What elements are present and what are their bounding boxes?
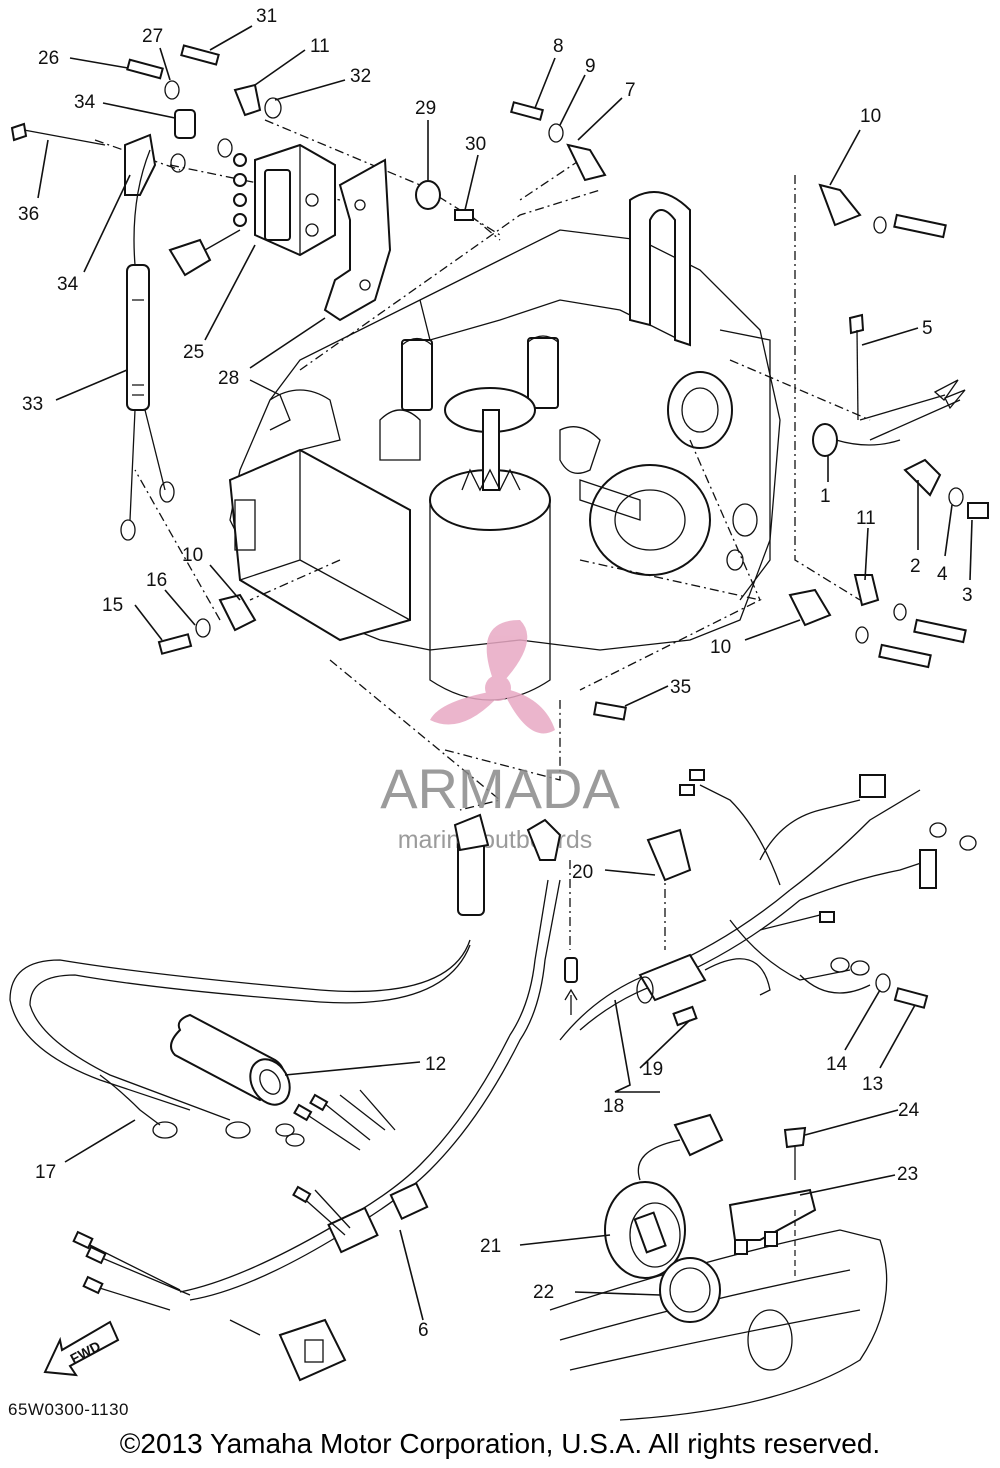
callout-9: 9 xyxy=(585,56,596,77)
callout-18: 18 xyxy=(603,1096,624,1117)
propeller-logo xyxy=(430,620,555,734)
callout-33: 33 xyxy=(22,394,43,415)
callout-31: 31 xyxy=(256,6,277,27)
leader-lines xyxy=(37,25,973,1321)
wiring-harness xyxy=(9,769,977,1382)
document-code: 65W0300-1130 xyxy=(8,1400,129,1419)
callout-36: 36 xyxy=(18,204,39,225)
callout-4: 4 xyxy=(937,564,948,585)
callout-26: 26 xyxy=(38,48,59,69)
engine-block xyxy=(228,191,781,701)
callout-29: 29 xyxy=(415,98,436,119)
small-fasteners-top xyxy=(10,44,607,221)
copyright-notice: ©2013 Yamaha Motor Corporation, U.S.A. A… xyxy=(119,1428,881,1459)
callout-34b: 34 xyxy=(57,274,79,295)
watermark-brand: ARMADA xyxy=(380,757,620,820)
callout-5: 5 xyxy=(922,318,933,339)
callout-12: 12 xyxy=(425,1054,446,1075)
callout-25: 25 xyxy=(183,342,204,363)
cdi-unit xyxy=(168,143,336,277)
callout-13: 13 xyxy=(862,1074,883,1095)
callout-32: 32 xyxy=(350,66,371,87)
callout-3: 3 xyxy=(962,585,973,606)
watermark: ARMADA marine outboards xyxy=(380,620,620,854)
cdi-bracket xyxy=(323,158,392,322)
bottom-right-parts xyxy=(549,1113,888,1421)
fwd-arrow: FWD xyxy=(43,1320,120,1377)
callout-6: 6 xyxy=(418,1320,429,1341)
watermark-tagline: marine outboards xyxy=(398,826,593,854)
callout-7: 7 xyxy=(625,80,636,101)
callout-2: 2 xyxy=(910,556,921,577)
callout-14: 14 xyxy=(826,1054,848,1075)
callout-28: 28 xyxy=(218,368,239,389)
callout-19: 19 xyxy=(642,1059,663,1080)
callout-20: 20 xyxy=(572,862,593,883)
callout-15: 15 xyxy=(102,595,123,616)
callout-21: 21 xyxy=(480,1236,501,1257)
callout-30: 30 xyxy=(465,134,486,155)
callout-16: 16 xyxy=(146,570,167,591)
callout-8: 8 xyxy=(553,36,564,57)
callout-10a: 10 xyxy=(860,106,881,127)
left-fasteners xyxy=(157,593,627,721)
callout-27: 27 xyxy=(142,26,163,47)
callout-23: 23 xyxy=(897,1164,918,1185)
callout-34a: 34 xyxy=(74,92,96,113)
callout-22: 22 xyxy=(533,1282,554,1303)
callout-24: 24 xyxy=(898,1100,920,1121)
callouts: 31 27 11 26 32 8 9 7 34 29 30 10 36 34 2… xyxy=(18,6,973,1341)
callout-10b: 10 xyxy=(710,637,731,658)
callout-11b: 11 xyxy=(856,508,876,529)
callout-10c: 10 xyxy=(182,545,203,566)
callout-35: 35 xyxy=(670,677,691,698)
right-fasteners xyxy=(788,183,989,669)
ignition-coil xyxy=(120,109,196,541)
callout-11: 11 xyxy=(310,36,330,57)
callout-17: 17 xyxy=(35,1162,56,1183)
callout-1: 1 xyxy=(820,486,831,507)
